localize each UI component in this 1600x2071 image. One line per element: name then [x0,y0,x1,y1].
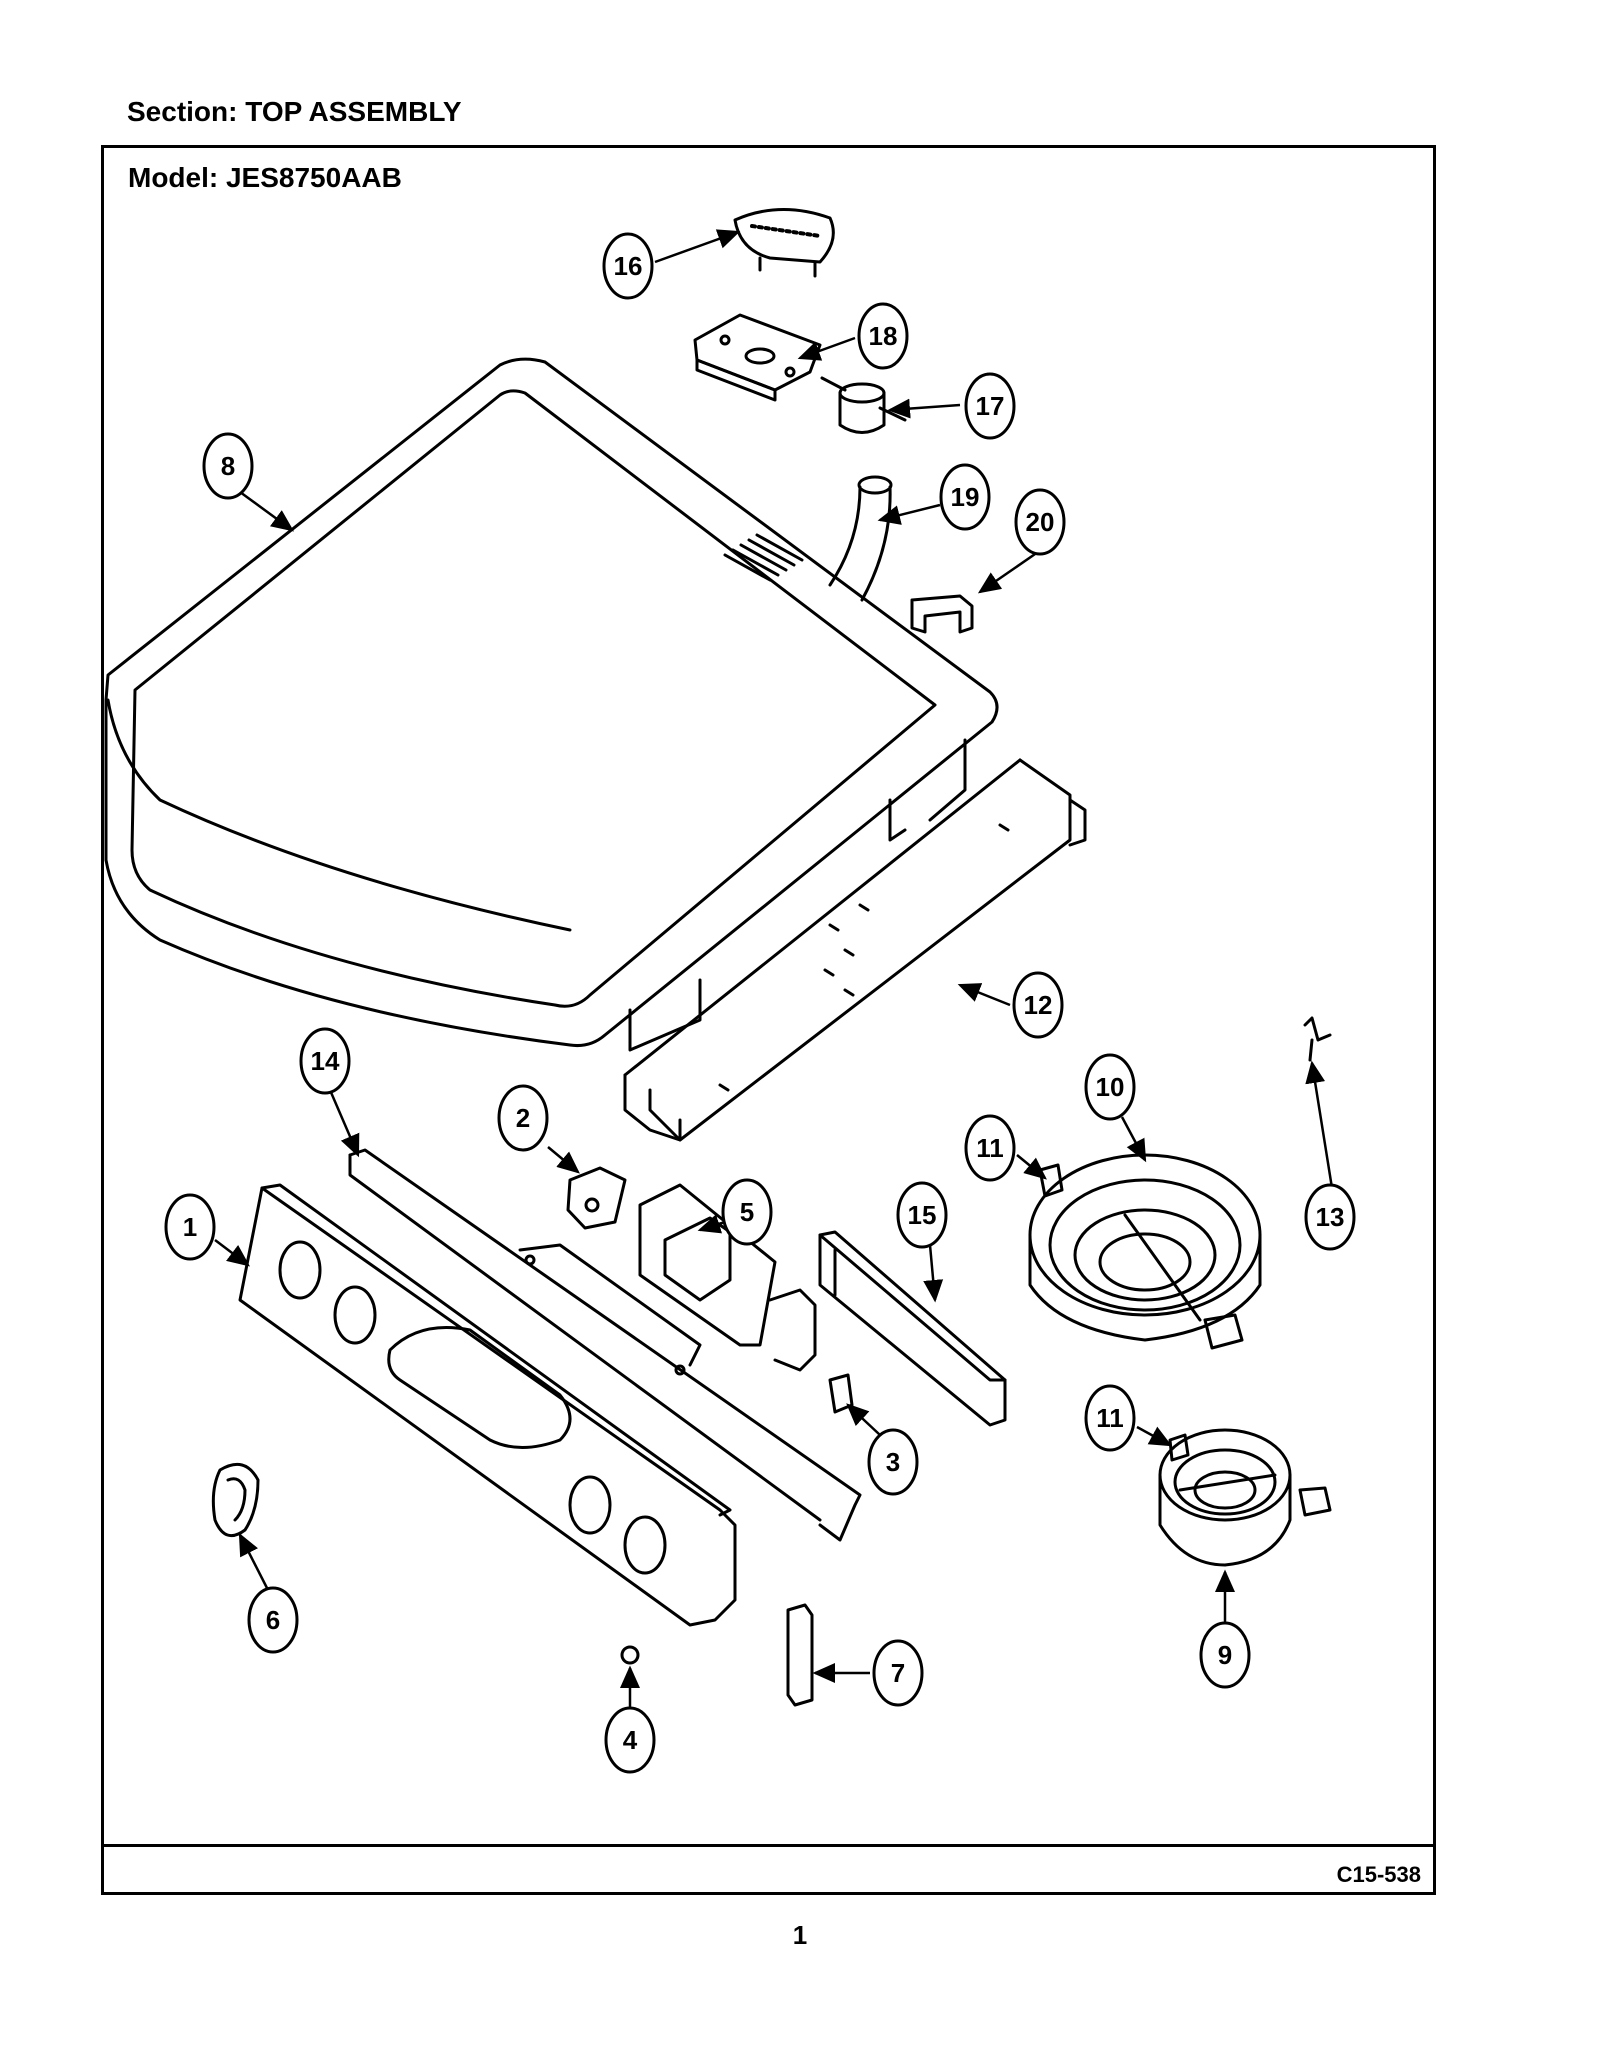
footer-rule [104,1844,1433,1847]
callout-12: 12 [1024,990,1053,1020]
callout-19: 19 [951,482,980,512]
callout-13: 13 [1316,1202,1345,1232]
callout-11-lower: 11 [1096,1403,1124,1433]
part-17-switch [820,376,907,434]
callout-14: 14 [311,1046,340,1076]
callout-14-bubble [299,1027,351,1095]
callout-7: 7 [891,1658,905,1688]
callout-16-bubble [602,232,654,300]
callout-17: 17 [976,391,1005,421]
callout-16: 16 [614,251,643,281]
callout-3: 3 [886,1447,900,1477]
part-13-clip [1303,1016,1332,1062]
callout-10-bubble [1084,1053,1136,1121]
callout-11-upper: 11 [976,1133,1004,1163]
callout-9-bubble [1199,1621,1251,1689]
callout-11-bubble-lower [1084,1384,1136,1452]
callout-1-bubble [164,1193,216,1261]
callout-5-bubble [721,1178,773,1246]
callout-3-bubble [867,1428,919,1496]
callout-10: 10 [1096,1072,1125,1102]
callout-18-bubble [857,302,909,370]
callout-1: 1 [183,1212,197,1242]
part-14-control-bracket [348,1148,862,1542]
page-number: 1 [792,1920,808,1950]
part-12-rear-rail [623,758,1087,1142]
callout-18: 18 [869,321,898,351]
part-7-strip [786,1603,814,1707]
callout-20-bubble [1014,488,1066,556]
callout-8-bubble [202,432,254,500]
callout-20: 20 [1026,507,1055,537]
callout-19-bubble [939,463,991,531]
part-8-cooktop-frame [104,357,999,1052]
part-10-large-element [1028,1153,1262,1350]
callout-17-bubble [964,372,1016,440]
part-18-mounting-block [693,313,822,402]
callout-7-bubble [872,1639,924,1707]
callout-4: 4 [623,1725,638,1755]
callout-9: 9 [1218,1640,1232,1670]
callout-4-bubble [604,1706,656,1774]
part-20-bracket [910,594,974,634]
callout-2-bubble [497,1084,549,1152]
part-4-button [620,1645,640,1665]
callout-5: 5 [740,1197,754,1227]
diagram-frame: Model: JES8750AAB C15-538 [101,145,1436,1895]
part-19-hose [828,475,893,602]
callout-2: 2 [516,1103,530,1133]
callout-11-bubble-upper [964,1114,1016,1182]
callout-8: 8 [221,451,235,481]
part-1-control-panel [238,1183,737,1627]
callout-6: 6 [266,1605,280,1635]
callout-13-bubble [1304,1183,1356,1251]
figure-code: C15-538 [1336,1862,1421,1887]
callout-15: 15 [908,1200,937,1230]
callout-12-bubble [1012,971,1064,1039]
model-title: Model: JES8750AAB [128,162,402,193]
part-9-small-element [1158,1428,1332,1567]
section-title: Section: TOP ASSEMBLY [127,96,462,127]
part-15-housing [818,1230,1007,1427]
part-16-vent-cap [733,208,835,278]
part-2-switch [566,1166,627,1230]
part-6-knob [211,1462,260,1538]
callout-6-bubble [247,1586,299,1654]
callout-15-bubble [896,1181,948,1249]
